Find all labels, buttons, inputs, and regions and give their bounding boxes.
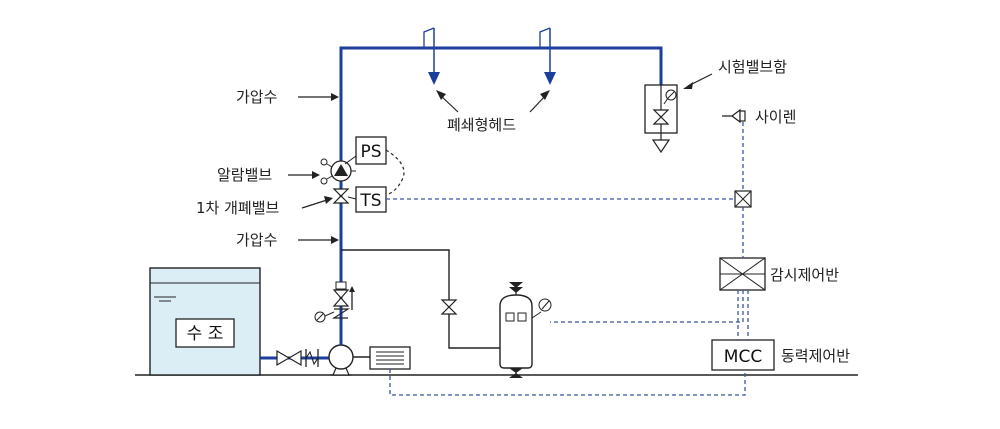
label-closed-head: 폐쇄형헤드 bbox=[447, 116, 516, 134]
tank-label-box bbox=[175, 318, 235, 348]
label-test-valve-box: 시험밸브함 bbox=[718, 58, 787, 76]
pressure-switch-box bbox=[355, 136, 387, 165]
ts-label: TS bbox=[359, 191, 381, 211]
label-primary-valve: 1차 개폐밸브 bbox=[196, 199, 280, 217]
primary-gate-valve bbox=[332, 188, 350, 204]
label-siren: 사이렌 bbox=[755, 108, 796, 126]
alarm-valve bbox=[320, 158, 356, 185]
signal-lines bbox=[386, 122, 749, 396]
ps-ts-link bbox=[385, 149, 405, 196]
label-leaders bbox=[288, 93, 339, 244]
branch-pipe bbox=[341, 249, 500, 349]
closed-head-1 bbox=[423, 27, 440, 85]
water-tank: 수 조 bbox=[149, 267, 261, 376]
closed-head-2 bbox=[539, 27, 556, 85]
label-alarm-valve: 알람밸브 bbox=[217, 166, 272, 184]
label-pressurized-water-bottom: 가압수 bbox=[236, 231, 277, 249]
label-power-panel: 동력제어반 bbox=[781, 347, 850, 365]
junction-box bbox=[734, 190, 752, 208]
mcc-box bbox=[711, 339, 775, 371]
tank-label: 수 조 bbox=[187, 324, 224, 344]
check-valve bbox=[314, 281, 355, 323]
tamper-switch-box bbox=[355, 186, 387, 213]
fire-pump bbox=[328, 344, 370, 376]
closed-head-pointers bbox=[436, 90, 550, 113]
ps-label: PS bbox=[360, 142, 381, 162]
siren-icon bbox=[722, 108, 746, 124]
test-valve-box bbox=[644, 84, 678, 154]
branch-gate-valve bbox=[440, 299, 458, 315]
label-monitor-panel: 감시제어반 bbox=[770, 266, 839, 284]
monitor-control-panel bbox=[719, 257, 766, 291]
pump-motor bbox=[369, 346, 411, 370]
pressure-tank bbox=[499, 282, 552, 378]
label-pressurized-water-top: 가압수 bbox=[236, 88, 277, 106]
flexible-joint bbox=[305, 349, 319, 367]
suction-gate-valve bbox=[276, 349, 302, 367]
mcc-label: MCC bbox=[724, 347, 762, 367]
